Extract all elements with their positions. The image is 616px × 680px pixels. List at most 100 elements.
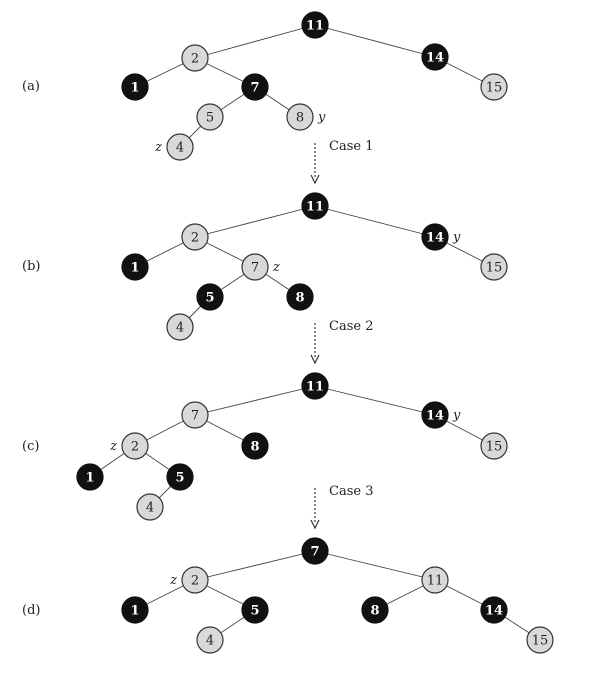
node-key: 1 xyxy=(130,261,139,276)
black-node-circle xyxy=(121,596,149,624)
node-key: 15 xyxy=(486,261,503,276)
red-node-circle xyxy=(181,401,209,429)
black-node-circle xyxy=(480,596,508,624)
node-key: 2 xyxy=(191,52,199,67)
tree-edge xyxy=(194,205,316,238)
red-node-circle xyxy=(181,44,209,72)
red-node-circle xyxy=(166,133,194,161)
node-key: 14 xyxy=(485,604,503,619)
black-node-circle xyxy=(166,463,194,491)
tree-node-2: 2z xyxy=(169,566,209,594)
tree-edge xyxy=(314,550,436,581)
node-key: 8 xyxy=(370,604,379,619)
tree-node-4: 4 xyxy=(166,313,194,341)
node-key: 11 xyxy=(306,200,324,215)
tree-node-8: 8 xyxy=(286,283,314,311)
node-pointer-tag: z xyxy=(154,140,162,155)
tree-edge xyxy=(194,385,316,416)
node-key: 4 xyxy=(176,141,184,156)
node-key: 7 xyxy=(251,261,259,276)
tree-node-4: 4 xyxy=(196,626,224,654)
arrow-head-icon xyxy=(310,519,320,530)
tree-edge xyxy=(314,385,436,416)
black-node-circle xyxy=(286,283,314,311)
node-key: 4 xyxy=(206,634,214,649)
node-key: 11 xyxy=(427,574,444,589)
black-node-circle xyxy=(301,11,329,39)
tree-node-14: 14 y xyxy=(421,401,461,429)
node-key: 15 xyxy=(486,440,503,455)
red-node-circle xyxy=(480,432,508,460)
red-node-circle xyxy=(196,103,224,131)
red-node-circle xyxy=(526,626,554,654)
red-node-circle xyxy=(286,103,314,131)
black-node-circle xyxy=(301,192,329,220)
tree-node-7: 7 xyxy=(181,401,209,429)
black-node-circle xyxy=(241,596,269,624)
panel-label: (a) xyxy=(22,79,40,94)
black-node-circle xyxy=(76,463,104,491)
node-pointer-tag: z xyxy=(169,573,177,588)
tree-node-14: 14 xyxy=(421,43,449,71)
tree-node-15: 15 xyxy=(526,626,554,654)
tree-node-7: 7 xyxy=(301,537,329,565)
tree-edge xyxy=(194,550,316,581)
node-key: 2 xyxy=(131,440,139,455)
tree-node-11: 11 xyxy=(421,566,449,594)
panel-label: (d) xyxy=(22,603,40,618)
black-node-circle xyxy=(241,432,269,460)
tree-node-2: 2z xyxy=(109,432,149,460)
case-label: Case 2 xyxy=(329,319,373,334)
tree-node-5: 5 xyxy=(166,463,194,491)
node-key: 15 xyxy=(486,81,503,96)
node-key: 1 xyxy=(85,471,94,486)
red-node-circle xyxy=(166,313,194,341)
case-label: Case 1 xyxy=(329,139,373,154)
node-key: 14 xyxy=(426,409,444,424)
case-transition-arrow: Case 2 xyxy=(310,319,373,365)
black-node-circle xyxy=(421,401,449,429)
node-key: 7 xyxy=(310,545,319,560)
node-key: 1 xyxy=(130,604,139,619)
tree-node-1: 1 xyxy=(121,596,149,624)
tree-node-1: 1 xyxy=(121,253,149,281)
black-node-circle xyxy=(421,223,449,251)
node-key: 11 xyxy=(306,380,324,395)
tree-node-5: 5 xyxy=(241,596,269,624)
tree-node-1: 1 xyxy=(76,463,104,491)
tree-node-8: 8 xyxy=(241,432,269,460)
node-key: 11 xyxy=(306,19,324,34)
tree-node-4: 4 xyxy=(136,493,164,521)
node-key: 8 xyxy=(295,291,304,306)
node-key: 8 xyxy=(250,440,259,455)
panel-label: (b) xyxy=(22,259,40,274)
node-pointer-tag: z xyxy=(109,439,117,454)
tree-node-11: 11 xyxy=(301,11,329,39)
node-key: 2 xyxy=(191,231,199,246)
red-node-circle xyxy=(241,253,269,281)
tree-node-2: 2 xyxy=(181,223,209,251)
red-node-circle xyxy=(480,73,508,101)
black-node-circle xyxy=(121,253,149,281)
tree-node-15: 15 xyxy=(480,432,508,460)
tree-node-5: 5 xyxy=(196,283,224,311)
black-node-circle xyxy=(196,283,224,311)
black-node-circle xyxy=(421,43,449,71)
tree-node-8: 8 xyxy=(361,596,389,624)
tree-node-7: 7 xyxy=(241,73,269,101)
node-pointer-tag: y xyxy=(452,408,461,423)
tree-node-1: 1 xyxy=(121,73,149,101)
node-key: 2 xyxy=(191,574,199,589)
node-key: 15 xyxy=(532,634,549,649)
node-key: 14 xyxy=(426,51,444,66)
black-node-circle xyxy=(121,73,149,101)
tree-node-11: 11 xyxy=(301,192,329,220)
node-key: 5 xyxy=(250,604,259,619)
black-node-circle xyxy=(241,73,269,101)
